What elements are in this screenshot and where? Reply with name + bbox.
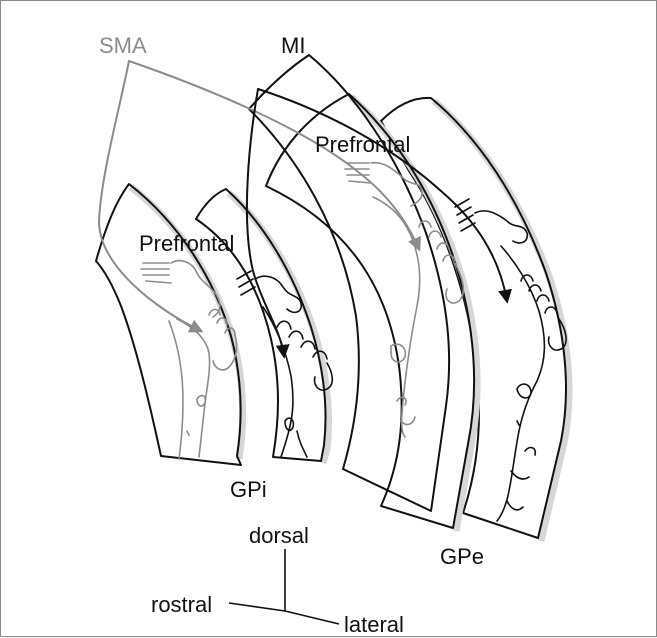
rostral-label: rostral: [151, 594, 212, 616]
sma-label: SMA: [99, 35, 147, 57]
gpi-label: GPi: [230, 479, 267, 501]
gpi-front-section: [96, 184, 243, 465]
mi-projection-gpe: [455, 199, 566, 521]
lateral-label: lateral: [344, 614, 404, 636]
prefrontal-label-rostral: Prefrontal: [315, 134, 410, 156]
prefrontal-label-caudal: Prefrontal: [139, 233, 234, 255]
mi-label: MI: [281, 35, 305, 57]
dorsal-label: dorsal: [249, 525, 309, 547]
orientation-axes: [229, 549, 339, 624]
mi-projection-gpi: [237, 271, 332, 457]
sma-projection-gpe: [345, 163, 463, 437]
gpe-label: GPe: [440, 546, 484, 568]
